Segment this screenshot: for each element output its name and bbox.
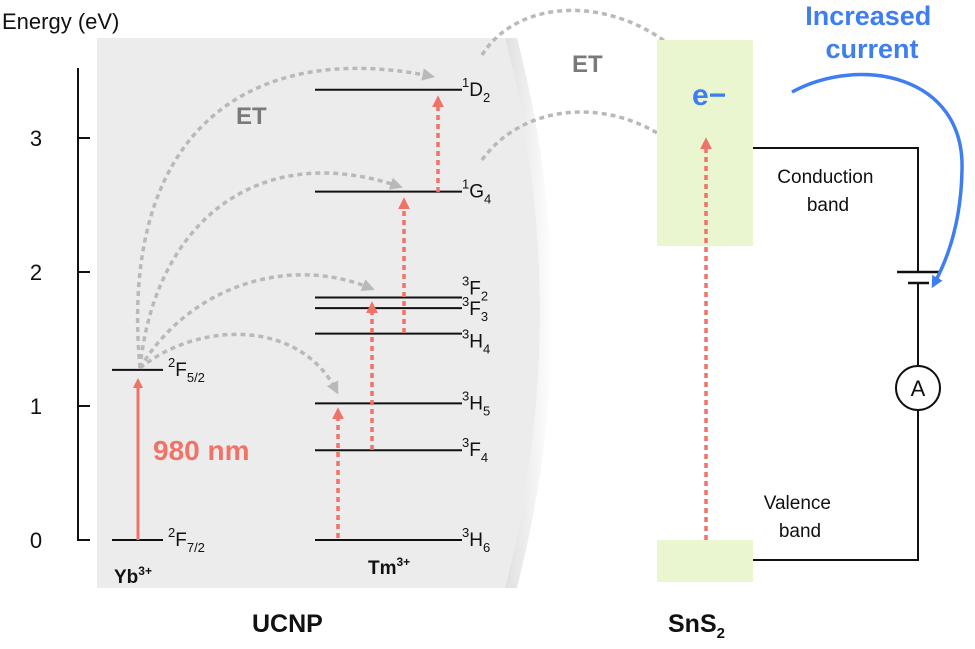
svg-text:Tm3+: Tm3+ [368,555,410,579]
ucnp-et-label: ET [236,103,267,130]
level-label-3F2: 3F2 [462,273,488,303]
conduction-band-label: Conduction band [777,167,878,216]
electron-label: e− [692,79,726,112]
level-label-3H6: 3H6 [462,525,490,555]
ucnp-label: UCNP [252,610,323,638]
circuit-wire-top [753,147,919,272]
level-label-3H5: 3H5 [462,388,490,418]
sns2-et-label: ET [572,51,603,78]
et-arc-1G4-to-cb [480,110,687,162]
level-label-1D2: 1D2 [462,75,490,105]
axis-tick-label: 3 [30,126,42,151]
level-label-1G4: 1G4 [462,177,491,207]
axis-tick-label: 0 [30,528,42,553]
energy-axis: Energy (eV) 0 1 2 3 [2,9,119,553]
level-label-3F4: 3F4 [462,435,488,465]
sns2-label: SnS2 [668,610,725,642]
sns2-bands: e− [657,40,753,582]
increased-current-arrow [791,72,964,289]
yb-ion-label: Yb3+ [114,564,152,588]
svg-text:Yb3+: Yb3+ [114,564,152,588]
level-label-2F52: 2F5/2 [168,355,205,385]
circuit-wire-bottom [753,410,919,561]
tm-ion-label: Tm3+ [368,555,410,579]
level-label-2F72: 2F7/2 [168,525,205,555]
et-arc-3H5 [138,332,339,395]
ucnp-to-sns2-transfer-arcs [480,8,689,162]
level-label-3H4: 3H4 [462,327,490,357]
axis-tick-label: 2 [30,260,42,285]
upconversion-arrows [332,95,444,538]
et-arc-3F2 [138,273,375,369]
valence-band [657,540,753,582]
axis-ticks: 0 1 2 3 [30,126,90,553]
et-arc-1G4 [138,171,403,369]
increased-current-label: Increased current [805,1,939,64]
energy-transfer-arcs [135,66,435,395]
level-label-3F3: 3F3 [462,294,488,324]
excitation-980nm-label: 980 nm [153,435,250,466]
axis-tick-label: 1 [30,394,42,419]
axis-title: Energy (eV) [2,9,119,34]
circuit: A [753,147,941,561]
et-arc-1D2 [135,66,435,369]
valence-band-label: Valence band [764,493,837,542]
ammeter-label: A [911,376,926,401]
